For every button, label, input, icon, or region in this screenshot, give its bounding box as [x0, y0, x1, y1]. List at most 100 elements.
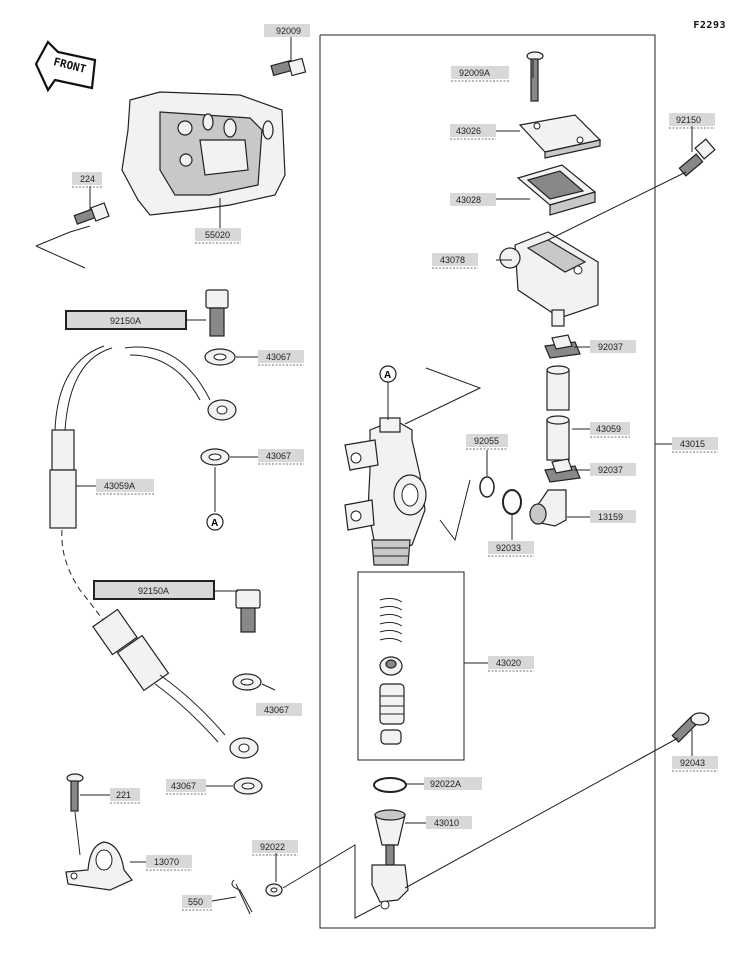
push-rod-drawing: [371, 809, 409, 910]
clamp-13070-drawing: [65, 841, 133, 891]
svg-text:92043: 92043: [680, 758, 705, 768]
label-piston-kit: 43020: [488, 656, 534, 672]
hose-43059-drawing: [546, 415, 570, 461]
tube-upper-drawing: [546, 365, 570, 411]
leader-lines: [76, 37, 693, 902]
bolt-92150-drawing: [678, 138, 716, 177]
label-bolt-224: 224: [72, 172, 102, 188]
svg-text:43015: 43015: [680, 439, 705, 449]
label-bolt-92150: 92150: [669, 113, 715, 129]
label-banjo-bolt-b: 92150A: [93, 580, 215, 600]
svg-text:92150A: 92150A: [138, 586, 169, 596]
svg-text:92150A: 92150A: [110, 316, 141, 326]
svg-text:224: 224: [80, 174, 95, 184]
label-washer-3: 43067: [256, 703, 302, 716]
svg-text:92009A: 92009A: [459, 68, 490, 78]
washer-4-drawing: [233, 777, 263, 795]
svg-text:92037: 92037: [598, 342, 623, 352]
svg-text:92037: 92037: [598, 465, 623, 475]
bolt-224-drawing: [73, 202, 110, 225]
o-ring-drawing: [479, 476, 495, 498]
reservoir-screw-drawing: [526, 51, 544, 102]
label-snap-ring: 92022A: [424, 777, 482, 790]
label-washer-92022: 92022: [252, 840, 298, 856]
svg-text:55020: 55020: [205, 230, 230, 240]
label-hose-43059: 43059: [590, 422, 630, 438]
label-pin-92043: 92043: [672, 756, 718, 772]
callout-a-upper: A: [379, 365, 397, 383]
label-fitting: 13159: [590, 510, 636, 523]
guard-bracket-drawing: [121, 91, 286, 216]
screw-221-drawing: [66, 773, 84, 812]
label-cotter-pin: 550: [182, 895, 212, 911]
svg-text:92022: 92022: [260, 842, 285, 852]
label-hose-assy: 43059A: [96, 479, 154, 495]
assembly-frame: [319, 34, 656, 929]
label-guard-bracket: 55020: [195, 228, 241, 244]
svg-text:92022A: 92022A: [430, 779, 461, 789]
reservoir-drawing: [499, 231, 599, 327]
svg-text:43067: 43067: [266, 451, 291, 461]
banjo-bolt-a-drawing: [205, 289, 229, 337]
bracket-bolt-drawing: [270, 57, 307, 77]
reservoir-cap-drawing: [518, 114, 602, 159]
label-clamp-1: 92037: [590, 340, 636, 353]
label-master-cylinder-assy: 43015: [672, 437, 718, 453]
label-reservoir-screw: 92009A: [451, 66, 509, 82]
label-washer-4: 43067: [166, 779, 206, 795]
svg-text:550: 550: [188, 897, 203, 907]
clamp-1-drawing: [544, 334, 581, 359]
svg-text:43067: 43067: [266, 352, 291, 362]
label-clamp-13070: 13070: [146, 855, 192, 871]
washer-2-drawing: [200, 448, 230, 466]
svg-text:43010: 43010: [434, 818, 459, 828]
label-bracket-bolt: 92009: [264, 24, 310, 37]
label-screw-221: 221: [110, 788, 140, 804]
snap-ring-drawing: [373, 777, 407, 793]
callout-a-lower: A: [206, 513, 224, 531]
cotter-pin-drawing: [231, 879, 253, 915]
label-o-ring: 92055: [466, 434, 508, 450]
front-arrow: FRONT: [34, 40, 97, 93]
svg-text:13070: 13070: [154, 857, 179, 867]
circlip-drawing: [502, 489, 522, 515]
svg-text:221: 221: [116, 790, 131, 800]
fitting-13159-drawing: [529, 489, 567, 527]
label-clamp-2: 92037: [590, 463, 636, 476]
label-washer-2: 43067: [258, 449, 304, 465]
clamp-2-drawing: [544, 458, 581, 483]
label-washer-1: 43067: [258, 350, 304, 366]
label-reservoir: 43078: [432, 253, 478, 269]
label-push-rod: 43010: [426, 816, 472, 829]
figure-code: F2293: [693, 20, 726, 31]
diaphragm-drawing: [516, 164, 597, 216]
callout-marker-upper: A: [384, 370, 391, 381]
svg-text:92033: 92033: [496, 543, 521, 553]
svg-text:43059A: 43059A: [104, 481, 135, 491]
label-reservoir-cap: 43026: [450, 124, 496, 140]
washer-92022-drawing: [265, 883, 283, 897]
svg-text:43028: 43028: [456, 195, 481, 205]
pin-92043-drawing: [671, 712, 710, 743]
svg-text:43067: 43067: [264, 705, 289, 715]
svg-text:92009: 92009: [276, 26, 301, 36]
piston-kit-frame: [357, 571, 465, 761]
master-cylinder-body-drawing: [344, 380, 427, 566]
label-circlip: 92033: [488, 541, 534, 557]
upper-hose-drawing: [49, 345, 237, 529]
svg-text:43026: 43026: [456, 126, 481, 136]
svg-text:43078: 43078: [440, 255, 465, 265]
svg-text:92055: 92055: [474, 436, 499, 446]
lower-hose-drawing: [92, 608, 259, 759]
washer-3-drawing: [232, 673, 262, 691]
svg-text:43067: 43067: [171, 781, 196, 791]
label-banjo-bolt-a: 92150A: [65, 310, 187, 330]
banjo-bolt-b-drawing: [235, 589, 261, 633]
washer-1-drawing: [204, 348, 236, 366]
piston-kit-drawing: [379, 597, 405, 745]
svg-text:43059: 43059: [596, 424, 621, 434]
label-diaphragm: 43028: [450, 193, 496, 206]
svg-text:92150: 92150: [676, 115, 701, 125]
svg-text:13159: 13159: [598, 512, 623, 522]
